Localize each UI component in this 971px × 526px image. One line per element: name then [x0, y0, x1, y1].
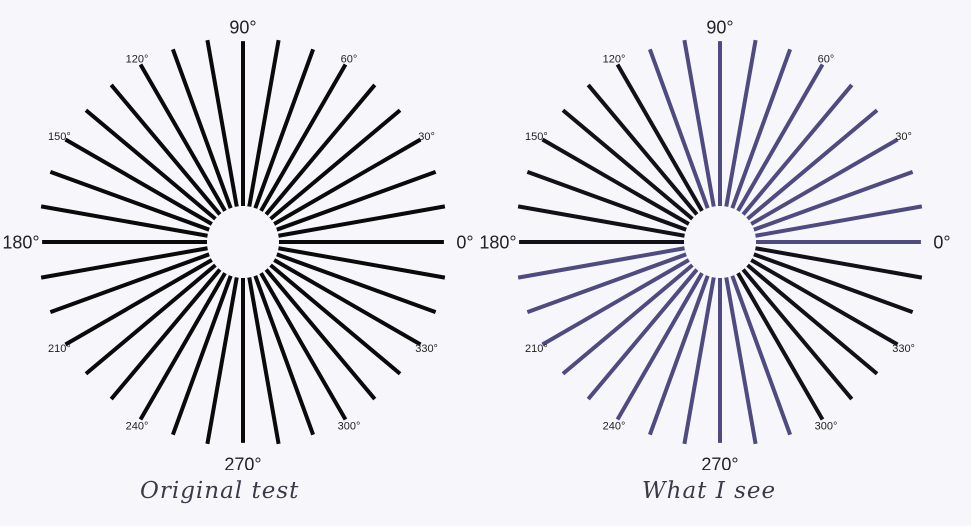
dial-line-330	[273, 258, 422, 347]
caption-original: Original test	[140, 478, 300, 504]
dial-line-230	[109, 268, 222, 401]
dial-line-80	[247, 39, 281, 207]
dial-line-220	[84, 263, 217, 376]
angle-label-90: 90°	[706, 17, 733, 37]
dial-line-120	[138, 63, 227, 212]
dial-line-70	[253, 48, 315, 209]
angle-label-210: 210°	[48, 343, 71, 355]
dial-line-80	[724, 39, 758, 207]
angle-label-150: 150°	[525, 131, 548, 143]
astigmatism-dial-perceived: 0° 90° 180° 270° 30° 60° 120° 150° 210° 240° 300° 3…	[479, 17, 950, 470]
dial-line-330	[750, 258, 899, 347]
dial-line-290	[253, 275, 315, 436]
dial-line-240	[615, 272, 704, 421]
angle-label-270: 270°	[224, 454, 261, 470]
angle-label-120: 120°	[126, 53, 149, 65]
dial-line-300	[259, 272, 348, 421]
dial-line-140	[84, 108, 217, 221]
dial-line-70	[730, 48, 792, 209]
dial-line-110	[171, 48, 233, 209]
dial-line-340	[753, 252, 914, 314]
dial-line-100	[682, 39, 716, 207]
dial-line-190	[517, 246, 685, 280]
angle-label-90: 90°	[229, 17, 256, 37]
angle-label-60: 60°	[341, 53, 358, 65]
dial-line-190	[40, 246, 208, 280]
dial-line-210	[64, 258, 213, 347]
angle-label-330: 330°	[892, 343, 915, 355]
angle-label-270: 270°	[701, 454, 738, 470]
dial-line-120	[615, 63, 704, 212]
dial-line-140	[561, 108, 694, 221]
dial-line-130	[109, 83, 222, 216]
dial-line-240	[138, 272, 227, 421]
dial-line-100	[205, 39, 239, 207]
dial-line-340	[276, 252, 437, 314]
dial-line-60	[736, 63, 825, 212]
dial-line-10	[278, 204, 446, 238]
dial-line-170	[40, 204, 208, 238]
dial-line-260	[205, 277, 239, 445]
dial-line-300	[736, 272, 825, 421]
dial-line-320	[746, 263, 879, 376]
dial-line-30	[273, 137, 422, 226]
what-i-see-dial: 0° 90° 180° 270° 30° 60° 120° 150° 210° 240° 300° 3…	[477, 0, 963, 504]
angle-label-180: 180°	[479, 232, 516, 252]
caption-what-i-see: What I see	[642, 478, 777, 504]
dial-line-40	[746, 108, 879, 221]
dial-line-350	[755, 246, 923, 280]
astigmatism-dial-original: 0° 90° 180° 270° 30° 60° 120° 150° 210° 240° 300° 3…	[2, 17, 473, 470]
dial-line-60	[259, 63, 348, 212]
angle-label-0: 0°	[456, 232, 473, 252]
dial-line-250	[648, 275, 710, 436]
dial-line-170	[517, 204, 685, 238]
original-test-dial: 0° 90° 180° 270° 30° 60° 120° 150° 210° 240° 300° 3…	[0, 0, 486, 504]
angle-label-180: 180°	[2, 232, 39, 252]
angle-label-30: 30°	[895, 131, 912, 143]
dial-line-150	[541, 137, 690, 226]
dial-line-260	[682, 277, 716, 445]
dial-line-30	[750, 137, 899, 226]
angle-label-120: 120°	[603, 53, 626, 65]
dial-line-220	[561, 263, 694, 376]
dial-line-200	[49, 252, 210, 314]
angle-label-330: 330°	[415, 343, 438, 355]
angle-label-30: 30°	[418, 131, 435, 143]
dial-line-160	[49, 170, 210, 232]
angle-label-150: 150°	[48, 131, 71, 143]
dial-line-10	[755, 204, 923, 238]
angle-label-240: 240°	[126, 420, 149, 432]
dial-line-20	[276, 170, 437, 232]
dial-line-320	[269, 263, 402, 376]
dial-line-250	[171, 275, 233, 436]
dial-line-310	[741, 268, 854, 401]
dial-line-40	[269, 108, 402, 221]
dial-line-290	[730, 275, 792, 436]
angle-label-240: 240°	[603, 420, 626, 432]
dial-line-200	[526, 252, 687, 314]
dial-line-50	[264, 83, 377, 216]
dial-line-50	[741, 83, 854, 216]
dial-line-160	[526, 170, 687, 232]
dial-line-210	[541, 258, 690, 347]
dial-line-280	[247, 277, 281, 445]
angle-label-300: 300°	[338, 420, 361, 432]
dial-line-280	[724, 277, 758, 445]
angle-label-0: 0°	[933, 232, 950, 252]
dial-line-150	[64, 137, 213, 226]
dial-line-350	[278, 246, 446, 280]
dial-line-130	[586, 83, 699, 216]
angle-label-60: 60°	[818, 53, 835, 65]
dial-line-310	[264, 268, 377, 401]
dial-line-230	[586, 268, 699, 401]
angle-label-210: 210°	[525, 343, 548, 355]
dial-line-20	[753, 170, 914, 232]
angle-label-300: 300°	[815, 420, 838, 432]
dial-line-110	[648, 48, 710, 209]
